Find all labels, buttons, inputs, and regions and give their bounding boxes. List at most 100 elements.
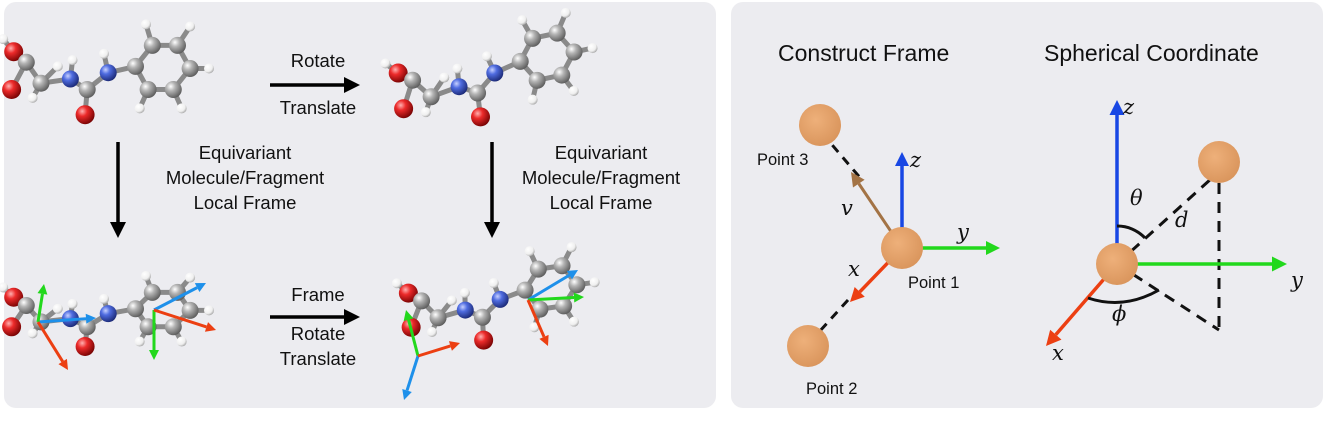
carbon-atom xyxy=(181,60,199,77)
hydrogen-atom xyxy=(568,85,579,96)
hydrogen-atom xyxy=(134,103,145,114)
flow-arrows xyxy=(110,77,500,325)
frame-red-arrow xyxy=(36,321,68,370)
hydrogen-atom xyxy=(27,92,38,103)
oxygen-atom xyxy=(2,80,22,99)
carbon-atom xyxy=(429,309,447,327)
hydrogen-atom xyxy=(452,63,463,74)
oxygen-atom xyxy=(388,63,408,83)
hydrogen-atom xyxy=(391,278,402,289)
carbon-atom xyxy=(553,66,571,84)
carbon-atom xyxy=(181,301,199,319)
carbon-atom xyxy=(565,43,583,61)
hydrogen-atom xyxy=(67,298,78,309)
carbon-atom xyxy=(548,24,566,42)
point-1 xyxy=(881,227,923,269)
carbon-atom xyxy=(553,257,571,275)
hydrogen-atom xyxy=(427,327,438,338)
y-axis-label: y xyxy=(957,220,969,244)
hydrogen-atom xyxy=(204,305,214,316)
hydrogen-atom xyxy=(587,43,598,54)
point-2 xyxy=(787,325,829,367)
hydrogen-atom xyxy=(176,103,187,114)
molecule-transformed xyxy=(380,7,598,127)
hydrogen-atom xyxy=(589,277,600,288)
molecule-framed xyxy=(0,270,214,356)
hydrogen-atom xyxy=(67,55,78,66)
hydrogen-atom xyxy=(141,19,151,30)
hydrogen-atom xyxy=(459,287,470,298)
point-1-label: Point 1 xyxy=(908,274,960,292)
point-3 xyxy=(799,104,841,146)
hydrogen-atom xyxy=(439,72,450,83)
carbon-atom xyxy=(164,318,182,336)
hydrogen-atom xyxy=(99,293,109,304)
carbon-atom xyxy=(32,74,50,92)
spherical-coordinate-title: Spherical Coordinate xyxy=(1044,40,1259,66)
molecule-original xyxy=(0,19,214,125)
carbon-atom xyxy=(127,57,144,75)
equivariant-frame-arrow-right xyxy=(484,142,500,238)
carbon-atom xyxy=(78,318,96,336)
carbon-atom xyxy=(139,81,157,98)
oxygen-atom xyxy=(474,330,494,350)
spherical-z-axis xyxy=(1109,100,1125,264)
frame-rotate-translate-arrow xyxy=(270,309,360,325)
point-3-label: Point 3 xyxy=(757,151,809,169)
carbon-atom xyxy=(413,292,431,310)
frame-red-arrow xyxy=(526,299,549,346)
nitrogen-atom xyxy=(491,290,509,308)
frame-green-arrow xyxy=(36,284,48,323)
hydrogen-atom xyxy=(27,328,38,339)
hydrogen-atom xyxy=(176,336,187,347)
hydrogen-atom xyxy=(185,272,196,283)
frame-red-arrow xyxy=(153,308,216,332)
frame-blue-arrow xyxy=(527,270,578,302)
carbon-atom xyxy=(469,84,487,102)
carbon-atom xyxy=(143,283,161,301)
carbon-atom xyxy=(528,71,546,89)
spherical-y-label: y xyxy=(1291,268,1303,292)
hydrogen-atom xyxy=(141,270,151,281)
hydrogen-atom xyxy=(566,242,577,253)
carbon-atom xyxy=(17,296,35,314)
theta-label: θ xyxy=(1130,186,1143,210)
hydrogen-atom xyxy=(52,303,63,314)
hydrogen-atom xyxy=(99,48,109,59)
hydrogen-atom xyxy=(420,107,431,118)
frame-green-arrow xyxy=(149,310,159,360)
oxygen-atom xyxy=(398,283,418,303)
hydrogen-atom xyxy=(488,278,499,289)
phi-arc xyxy=(1087,288,1160,304)
oxygen-atom xyxy=(471,107,491,127)
point-2-label: Point 2 xyxy=(806,380,858,398)
hydrogen-atom xyxy=(560,7,571,18)
nitrogen-atom xyxy=(486,64,504,82)
hydrogen-atom xyxy=(524,246,535,257)
frame-blue-arrow xyxy=(402,355,420,400)
equivariant-frame-arrow-left xyxy=(110,142,126,238)
frame-red-arrow xyxy=(417,341,460,358)
oxygen-atom xyxy=(75,336,95,356)
frame-green-arrow xyxy=(403,310,420,357)
frame-green-arrow xyxy=(527,292,584,303)
hydrogen-atom xyxy=(0,282,9,293)
spherical-target-point xyxy=(1198,141,1240,183)
carbon-atom xyxy=(555,297,573,315)
frame-rotate-translate-label: Frame Rotate Translate xyxy=(279,284,357,369)
x-axis-label: x xyxy=(848,257,860,281)
carbon-atom xyxy=(404,71,422,89)
carbon-atom xyxy=(524,29,542,47)
oxygen-atom xyxy=(4,42,24,62)
carbon-atom xyxy=(169,36,186,54)
carbon-atom xyxy=(164,81,182,98)
hydrogen-atom xyxy=(380,58,391,69)
hydrogen-atom xyxy=(185,21,196,32)
carbon-atom xyxy=(143,36,161,54)
nitrogen-atom xyxy=(450,78,468,96)
hydrogen-atom xyxy=(134,336,145,347)
hydrogen-atom xyxy=(481,51,492,62)
carbon-atom xyxy=(568,276,586,294)
phi-label: ϕ xyxy=(1112,302,1127,326)
nitrogen-atom xyxy=(99,64,117,82)
